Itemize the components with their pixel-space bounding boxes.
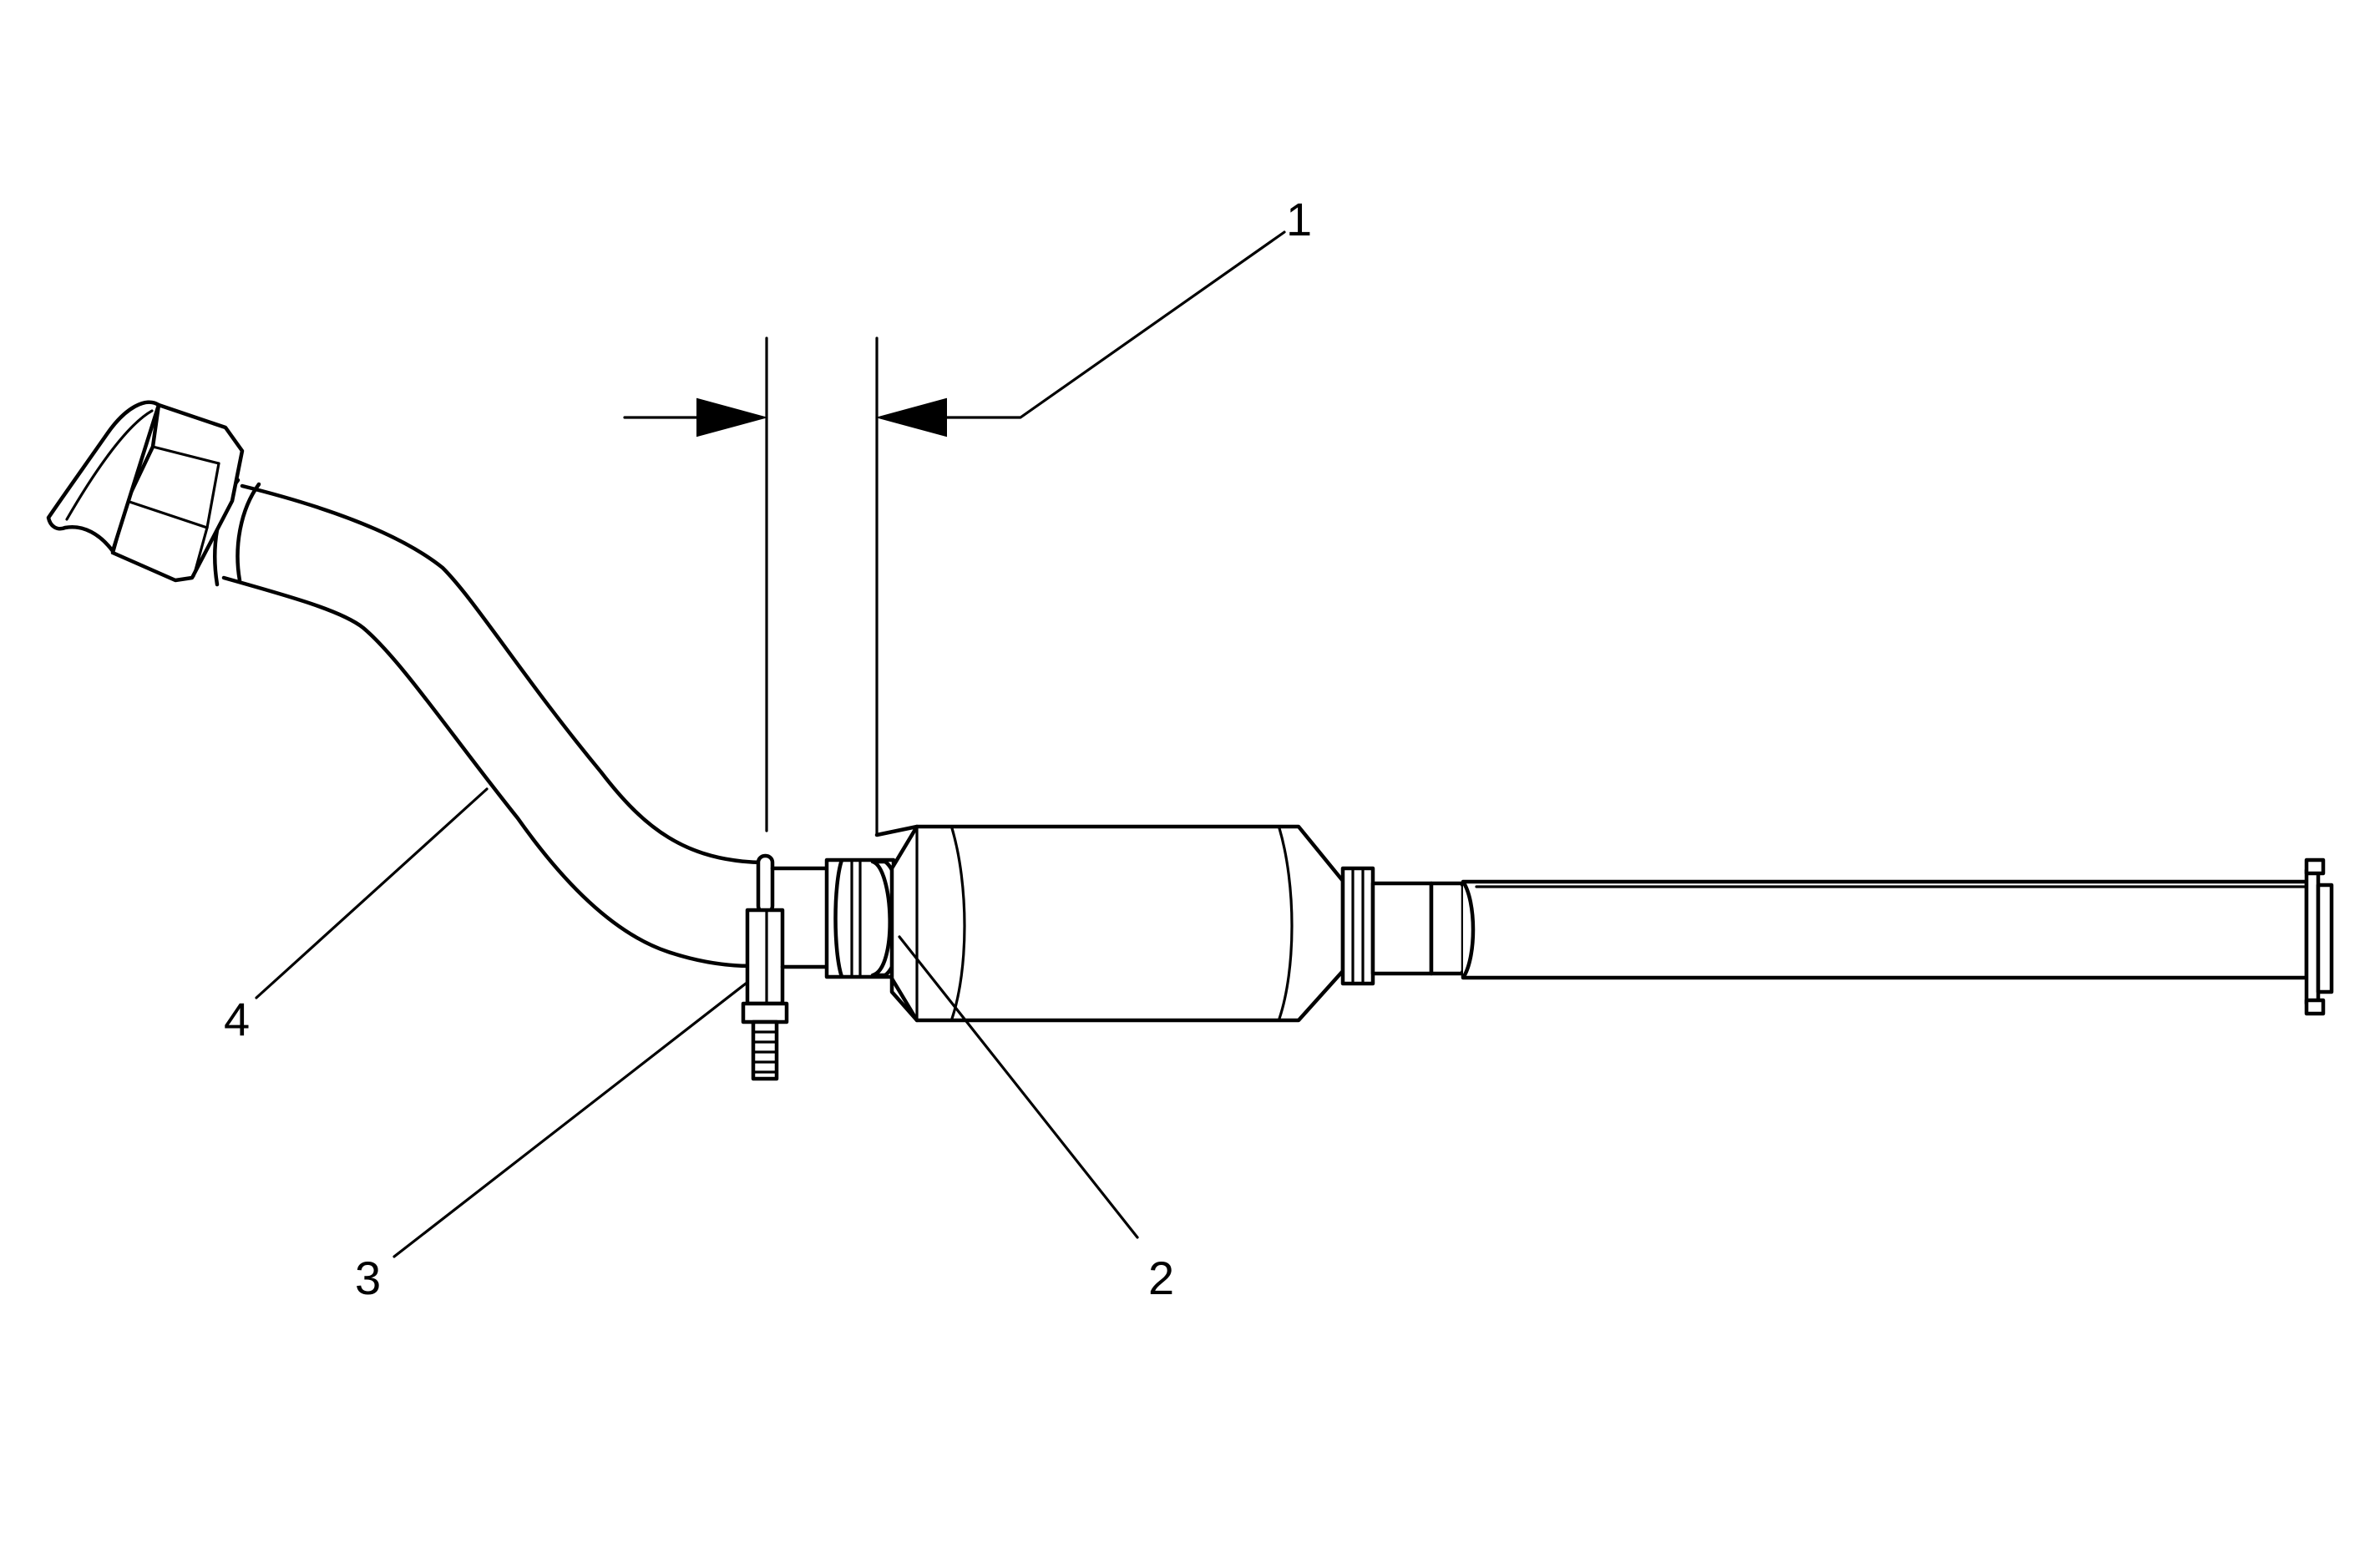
- clamp-nut: [741, 1001, 789, 1024]
- callout-4-leader: [255, 787, 489, 999]
- callout-label-2: 2: [1148, 1252, 1174, 1304]
- converter-outlet-shell-seam: [1278, 827, 1294, 1020]
- rear-flange: [2304, 857, 2334, 1016]
- front-pipe-lower-edge: [221, 575, 754, 969]
- callout-label-4: 4: [224, 993, 250, 1045]
- front-pipe-upper-edge: [240, 483, 767, 865]
- clamp-upper-tab: [756, 853, 775, 915]
- catalytic-converter: [874, 824, 1473, 1023]
- converter-inlet-upper-cone: [874, 824, 919, 837]
- slip-joint-collar: [824, 857, 903, 979]
- callout-2-leader: [898, 935, 1139, 1239]
- converter-outlet-neck: [1340, 866, 1375, 986]
- front-flange-face: [46, 400, 161, 554]
- dimension-arrow-right-head: [875, 397, 947, 438]
- dimension-arrow-left-head: [696, 397, 768, 438]
- pipe-clamp: [741, 853, 829, 1081]
- clamp-bolt: [751, 1019, 779, 1081]
- callout-1-leader: [940, 230, 1286, 419]
- front-exhaust-pipe: [46, 400, 767, 969]
- converter-inlet-lower-cone: [889, 976, 919, 1023]
- front-pipe-neck-ring-inner: [235, 482, 261, 583]
- converter-outlet-sleeve: [1370, 881, 1434, 976]
- front-flange-hex-nut: [110, 402, 245, 583]
- callout-label-3: 3: [355, 1252, 381, 1304]
- collar-edge: [833, 859, 844, 978]
- rear-exhaust-pipe: [1461, 857, 2334, 1016]
- gap-dimension-indicator: [623, 230, 1286, 837]
- callout-label-1: 1: [1286, 193, 1312, 245]
- callout-3-leader: [392, 982, 747, 1258]
- clamp-body: [745, 908, 785, 1006]
- rear-pipe-joint: [1461, 880, 1476, 979]
- rear-pipe-body: [1461, 879, 2309, 980]
- converter-inlet-shell-seam: [950, 827, 966, 1020]
